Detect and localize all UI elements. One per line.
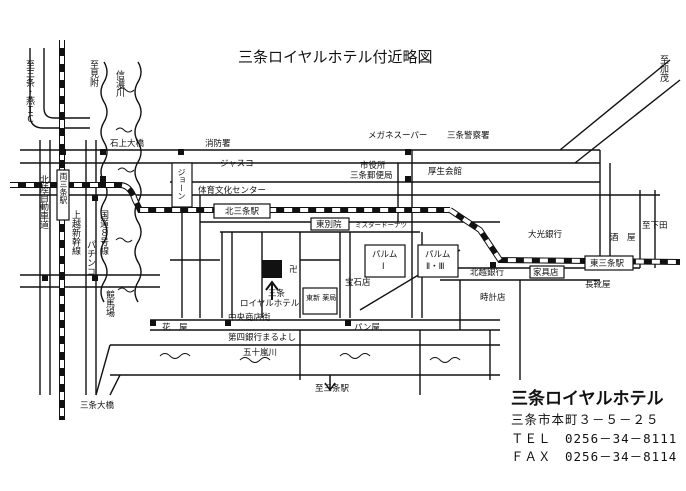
label-tokei: 時計店 [480, 292, 506, 303]
label-shimoda: 至下田 [642, 221, 668, 231]
label-gojikkawa: 五十嵐川 [243, 347, 277, 358]
vlabel-joshinetsu: 上越新幹線 [70, 210, 80, 255]
label-mister: ミスタードーナツ [355, 220, 407, 229]
label-palm1-num: Ⅰ [382, 262, 385, 272]
label-chuo: 中央商店街 [228, 312, 271, 323]
label-palm2: パルム [425, 250, 450, 260]
label-ishigami: 石上大橋 [110, 138, 145, 149]
palm-1-building [364, 244, 406, 278]
shinano-river-waves [115, 87, 135, 293]
gojikkawa-waves [159, 353, 461, 363]
label-higashi-betsuin: 東別院 [316, 219, 342, 230]
shinano-river-bank-right [134, 61, 142, 303]
vlabel-pachinko: パチンコ [85, 240, 95, 276]
arrow-to-sanjo-eki [324, 375, 336, 392]
pharmacy-box [302, 287, 338, 315]
label-hana: 花 屋 [162, 322, 188, 333]
label-to-sanjo-eki: 至三条駅 [315, 383, 350, 394]
station-higashi-sanjo [584, 255, 634, 271]
vlabel-to-kamo: 至加茂 [658, 55, 668, 82]
vlabel-to-sanjo-ic: 至三条・燕ＩＣ [24, 60, 34, 123]
label-higashi-sanjo: 東三条駅 [590, 258, 625, 269]
label-yakkyoku: 東新 薬局 [306, 293, 336, 302]
hotel-street: 三条市本町３－５－２５ [511, 412, 660, 427]
label-manji: 卍 [289, 265, 298, 275]
label-maruyoshi: まるよし [262, 333, 296, 343]
label-daishi: 第四銀行 [228, 332, 263, 343]
label-palm1: パルム [372, 250, 397, 260]
hotel-name: 三条ロイヤルホテル [511, 389, 664, 409]
label-hokuetsu: 北越銀行 [470, 267, 505, 278]
label-kosei: 厚生会館 [428, 166, 462, 177]
label-mega: メガネスーパー [368, 130, 427, 141]
railway-jr [10, 40, 681, 420]
label-nagaguts: 長靴屋 [585, 279, 611, 290]
label-kita-sanjo: 北三条駅 [225, 206, 260, 217]
station-kita-sanjo [213, 203, 271, 219]
higashi-betsuin-box [310, 217, 350, 231]
label-hotel-1: 三条 [268, 288, 286, 299]
label-shiyakusho: 市役所 [360, 160, 386, 171]
vlabel-hokuriku: 北陸自動車道 [38, 175, 48, 229]
label-hotaru: 宝石店 [345, 277, 371, 288]
palm-2-building [417, 244, 459, 278]
map-title: 三条ロイヤルホテル付近略図 [238, 48, 433, 66]
label-saka: 酒 屋 [610, 233, 636, 243]
vlabel-to-mitsuke: 至見附 [88, 60, 98, 87]
label-pan: パン屋 [354, 323, 380, 333]
label-jasco: ジャスコ [220, 159, 254, 169]
kagu-box [529, 265, 565, 279]
hotel-fax: ＦＡＸ 0256－34－8114 [511, 449, 678, 464]
vlabel-shinano: 信濃川 [114, 70, 124, 97]
hotel-arrow [265, 280, 279, 300]
ryoke-station-box [56, 169, 70, 221]
vlabel-ryoke: 両三条駅 [59, 172, 68, 204]
vlabel-kokudo: 国道８号線 [98, 210, 108, 255]
label-shobosho: 消防署 [205, 138, 231, 149]
label-sanjo-ohashi: 三条大橋 [80, 400, 115, 411]
vlabel-joyaen: ジョーン [177, 168, 186, 200]
vlabel-keibajo: 競馬場 [104, 290, 114, 317]
label-hotel-2: ロイヤルホテル [240, 299, 300, 309]
traffic-signals [42, 149, 606, 326]
joyaen-box [171, 162, 193, 208]
label-taiko: 大光銀行 [528, 229, 563, 240]
label-kagu: 家具店 [533, 267, 559, 278]
label-keisatsu: 三条警察署 [447, 130, 490, 141]
hotel-marker [262, 260, 282, 278]
label-palm2-num: Ⅱ・Ⅲ [426, 262, 445, 272]
label-taiiku: 体育文化センター [198, 185, 266, 196]
hotel-tel: ＴＥＬ 0256－34－8111 [511, 431, 678, 446]
label-yubinkyoku: 三条郵便局 [350, 170, 393, 181]
